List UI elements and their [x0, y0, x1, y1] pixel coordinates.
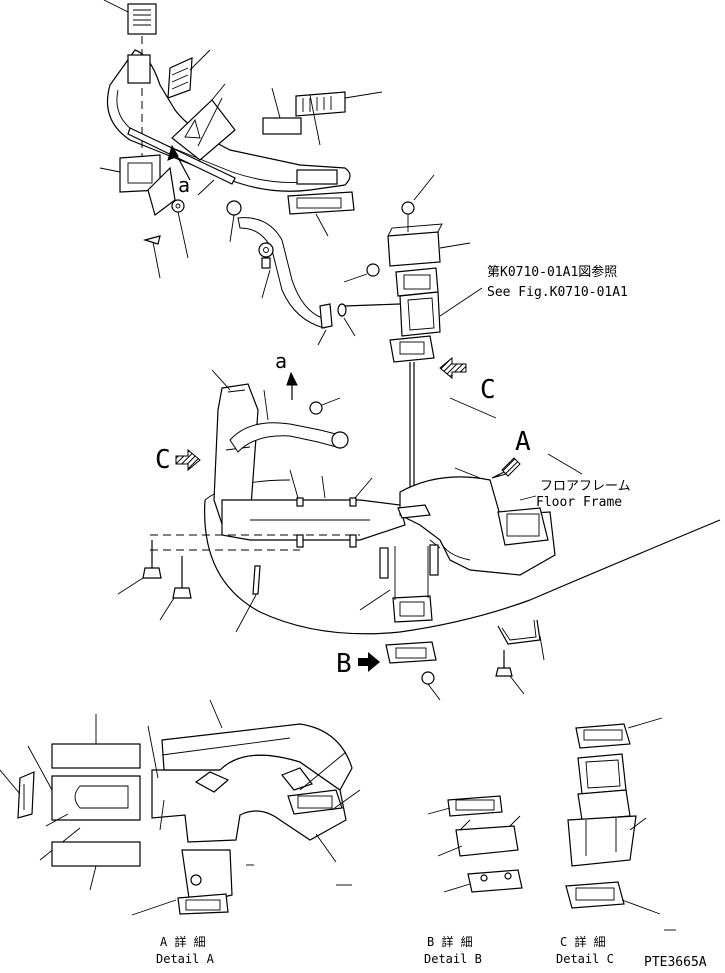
detail-b-en: Detail B [424, 952, 482, 966]
detail-a-jp: A 詳 細 [160, 934, 206, 949]
figure-ref-en: See Fig.K0710-01A1 [487, 285, 628, 300]
detail-c [565, 717, 676, 931]
u-bracket [495, 619, 545, 695]
detail-a-en: Detail A [156, 952, 215, 966]
c-unit-assembly [343, 174, 483, 520]
upper-duct-assembly [99, 0, 383, 237]
detail-b [427, 795, 523, 893]
label-view-a: A [515, 427, 531, 457]
floor-frame-en: Floor Frame [536, 495, 622, 510]
floor-frame [204, 499, 721, 635]
detail-c-jp: C 詳 細 [560, 934, 606, 949]
detail-b-jp: B 詳 細 [427, 934, 473, 949]
right-main-duct [399, 476, 556, 576]
view-c-arrow-right: C [439, 356, 497, 419]
upper-duct-body [106, 49, 351, 192]
detail-a [0, 699, 361, 916]
view-b-arrow: B [336, 641, 441, 701]
top-vent-grille [103, 0, 157, 35]
cover-plate [171, 99, 236, 161]
label-a-top: a [178, 173, 190, 197]
b-grille-installed [392, 595, 433, 623]
figure-ref-jp: 第K0710-01A1図参照 [487, 264, 617, 280]
detail-c-en: Detail C [556, 952, 614, 966]
arrow-a-mid: a [275, 349, 341, 415]
side-grille [167, 49, 211, 99]
floor-frame-jp: フロアフレーム [540, 479, 631, 494]
upper-fasteners [142, 199, 242, 279]
label-view-c-left: C [155, 445, 171, 475]
main-floor-assembly [150, 369, 721, 635]
arrow-a-top: a [167, 144, 191, 197]
drawing-code: PTE3665A [644, 955, 707, 970]
view-a-arrow: A [491, 427, 583, 479]
label-a-mid: a [275, 349, 287, 373]
upper-right-vent [262, 87, 383, 135]
view-c-arrow-left: C [155, 445, 201, 475]
label-view-b: B [336, 649, 352, 679]
label-view-c-right: C [480, 375, 496, 405]
left-bolts [117, 540, 192, 621]
lower-grille [99, 154, 176, 217]
corrugated-hose-upper [237, 217, 356, 346]
lower-vent [287, 191, 355, 215]
